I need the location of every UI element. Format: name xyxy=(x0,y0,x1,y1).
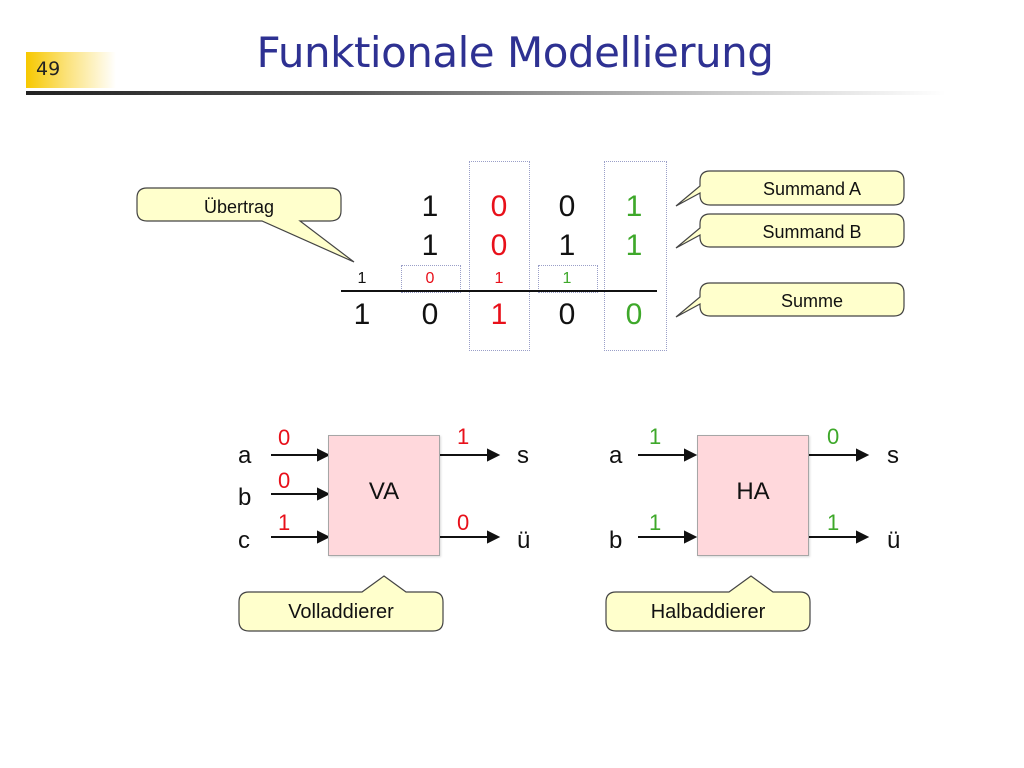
summand-b-callout-label: Summand B xyxy=(762,222,862,242)
half-adder-output-u-value: 1 xyxy=(827,510,840,535)
half-adder-box: HA xyxy=(697,435,809,556)
sum-digit: 0 xyxy=(558,298,576,331)
sum-digit: 0 xyxy=(421,298,439,331)
full-adder-callout-shape xyxy=(238,575,444,632)
full-adder-caption: Volladdierer xyxy=(288,601,394,623)
slide-number-text: 49 xyxy=(36,58,61,80)
sum-digit: 1 xyxy=(353,298,371,331)
summand-b-digit: 1 xyxy=(558,229,576,262)
summand-a-callout-label: Summand A xyxy=(762,179,862,199)
sum-digit: 0 xyxy=(625,298,643,331)
full-adder-input-a-label: a xyxy=(238,442,252,469)
carry-callout-shape xyxy=(136,187,355,263)
carry-callout-label: Übertrag xyxy=(203,197,275,217)
sum-callout-label: Summe xyxy=(780,291,843,311)
full-adder-input-c-label: c xyxy=(238,527,250,554)
summand-a-digit: 1 xyxy=(421,190,439,223)
slide-number: 49 xyxy=(26,52,116,88)
carry-highlight-red xyxy=(401,265,461,293)
summand-b-callout-shape xyxy=(675,213,905,249)
carry-digit: 0 xyxy=(425,270,435,287)
full-adder-output-s-value: 1 xyxy=(457,424,470,449)
full-adder-input-a-value: 0 xyxy=(278,425,291,450)
half-adder-callout-shape xyxy=(605,575,811,632)
summand-a-callout-shape xyxy=(675,170,905,207)
summand-b-digit: 0 xyxy=(490,229,508,262)
column-highlight-green xyxy=(604,161,667,351)
half-adder-output-s-value: 0 xyxy=(827,424,840,449)
summand-b-digit: 1 xyxy=(625,229,643,262)
sum-callout-shape xyxy=(675,282,905,318)
half-adder-output-s-label: s xyxy=(887,442,899,469)
half-adder-caption: Halbaddierer xyxy=(650,601,766,623)
full-adder-input-b-value: 0 xyxy=(278,468,291,493)
carry-digit: 1 xyxy=(357,270,367,287)
half-adder-input-b-label: b xyxy=(609,527,623,554)
full-adder-output-u-value: 0 xyxy=(457,510,470,535)
full-adder-box: VA xyxy=(328,435,440,556)
slide-title: Funktionale Modellierung xyxy=(256,28,774,77)
full-adder-label: VA xyxy=(368,478,400,505)
column-highlight-red xyxy=(469,161,530,351)
carry-digit: 1 xyxy=(494,270,504,287)
sum-line xyxy=(341,290,657,292)
sum-digit: 1 xyxy=(490,298,508,331)
summand-a-digit: 0 xyxy=(490,190,508,223)
carry-digit: 1 xyxy=(562,270,572,287)
half-adder-input-a-value: 1 xyxy=(649,424,662,449)
half-adder-output-u-label: ü xyxy=(887,527,901,554)
summand-a-digit: 1 xyxy=(625,190,643,223)
carry-highlight-green xyxy=(538,265,598,293)
half-adder-input-b-value: 1 xyxy=(649,510,662,535)
half-adder-label: HA xyxy=(736,478,770,505)
title-rule xyxy=(26,91,946,95)
half-adder-input-a-label: a xyxy=(609,442,623,469)
full-adder-input-c-value: 1 xyxy=(278,510,291,535)
full-adder-output-u-label: ü xyxy=(517,527,531,554)
summand-a-digit: 0 xyxy=(558,190,576,223)
full-adder-input-b-label: b xyxy=(238,484,252,511)
full-adder-output-s-label: s xyxy=(517,442,529,469)
summand-b-digit: 1 xyxy=(421,229,439,262)
